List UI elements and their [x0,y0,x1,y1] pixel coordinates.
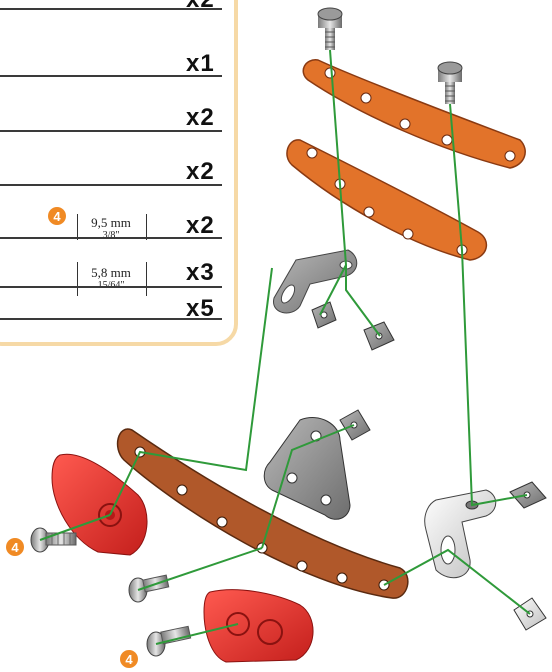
curved-strip-upper [303,60,525,168]
square-nut [510,482,546,508]
red-flat-bracket-bottom [204,590,313,662]
screw-middle [129,575,169,602]
step-badge: 4 [120,650,138,668]
screw-left [31,528,76,552]
screw-top-right [438,62,462,104]
curved-strip-long [118,429,408,598]
curved-strip-lower [287,140,486,260]
step-badge: 4 [6,538,24,556]
screw-top-left [318,8,342,50]
square-nut [340,410,370,440]
angle-bracket-top [274,250,357,313]
